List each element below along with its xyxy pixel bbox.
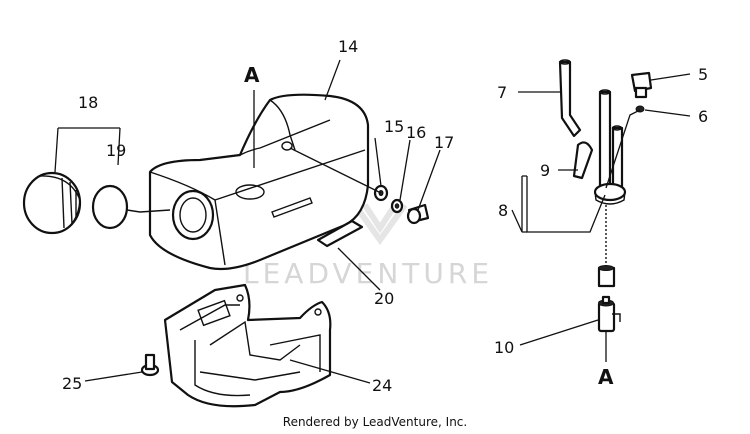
fuel-weight[interactable] [597, 265, 616, 288]
callout-16: 16 [406, 123, 426, 142]
callout-18: 18 [78, 93, 98, 112]
callout-7: 7 [497, 83, 507, 102]
callout-25: 25 [62, 374, 82, 393]
assembly-line [289, 147, 382, 194]
bolt-17[interactable] [406, 203, 430, 225]
callout-24: 24 [372, 376, 392, 395]
tank-cap[interactable] [22, 171, 82, 235]
footer-credit: Rendered by LeadVenture, Inc. [282, 415, 468, 429]
reference-a-bottom: A [598, 365, 614, 389]
fuel-filter-10[interactable] [597, 295, 621, 333]
pickup-tubes[interactable] [593, 89, 627, 205]
fuel-hose-7[interactable] [558, 59, 582, 138]
callout-15: 15 [384, 117, 404, 136]
callout-19: 19 [106, 141, 126, 160]
watermark-text: LEADVENTURE [243, 257, 493, 290]
fuel-hose-9[interactable] [572, 141, 594, 180]
leader-lines [54, 59, 691, 384]
tank-cushion[interactable] [316, 219, 364, 248]
cap-gasket[interactable] [91, 184, 141, 230]
grommet-5[interactable] [630, 71, 653, 99]
tank-bracket[interactable] [163, 283, 332, 408]
callout-5: 5 [698, 65, 708, 84]
fuel-tank[interactable] [139, 93, 370, 271]
mounting-bolt[interactable] [140, 353, 160, 377]
watermark-logo [352, 203, 408, 246]
callout-10: 10 [494, 338, 514, 357]
callout-8: 8 [498, 201, 508, 220]
reference-a-top: A [244, 63, 260, 87]
callout-9: 9 [540, 161, 550, 180]
callout-6: 6 [698, 107, 708, 126]
washer-flat[interactable] [390, 198, 404, 214]
callout-17: 17 [434, 133, 454, 152]
callout-14: 14 [338, 37, 358, 56]
assembly-line [605, 109, 641, 189]
callout-20: 20 [374, 289, 394, 308]
